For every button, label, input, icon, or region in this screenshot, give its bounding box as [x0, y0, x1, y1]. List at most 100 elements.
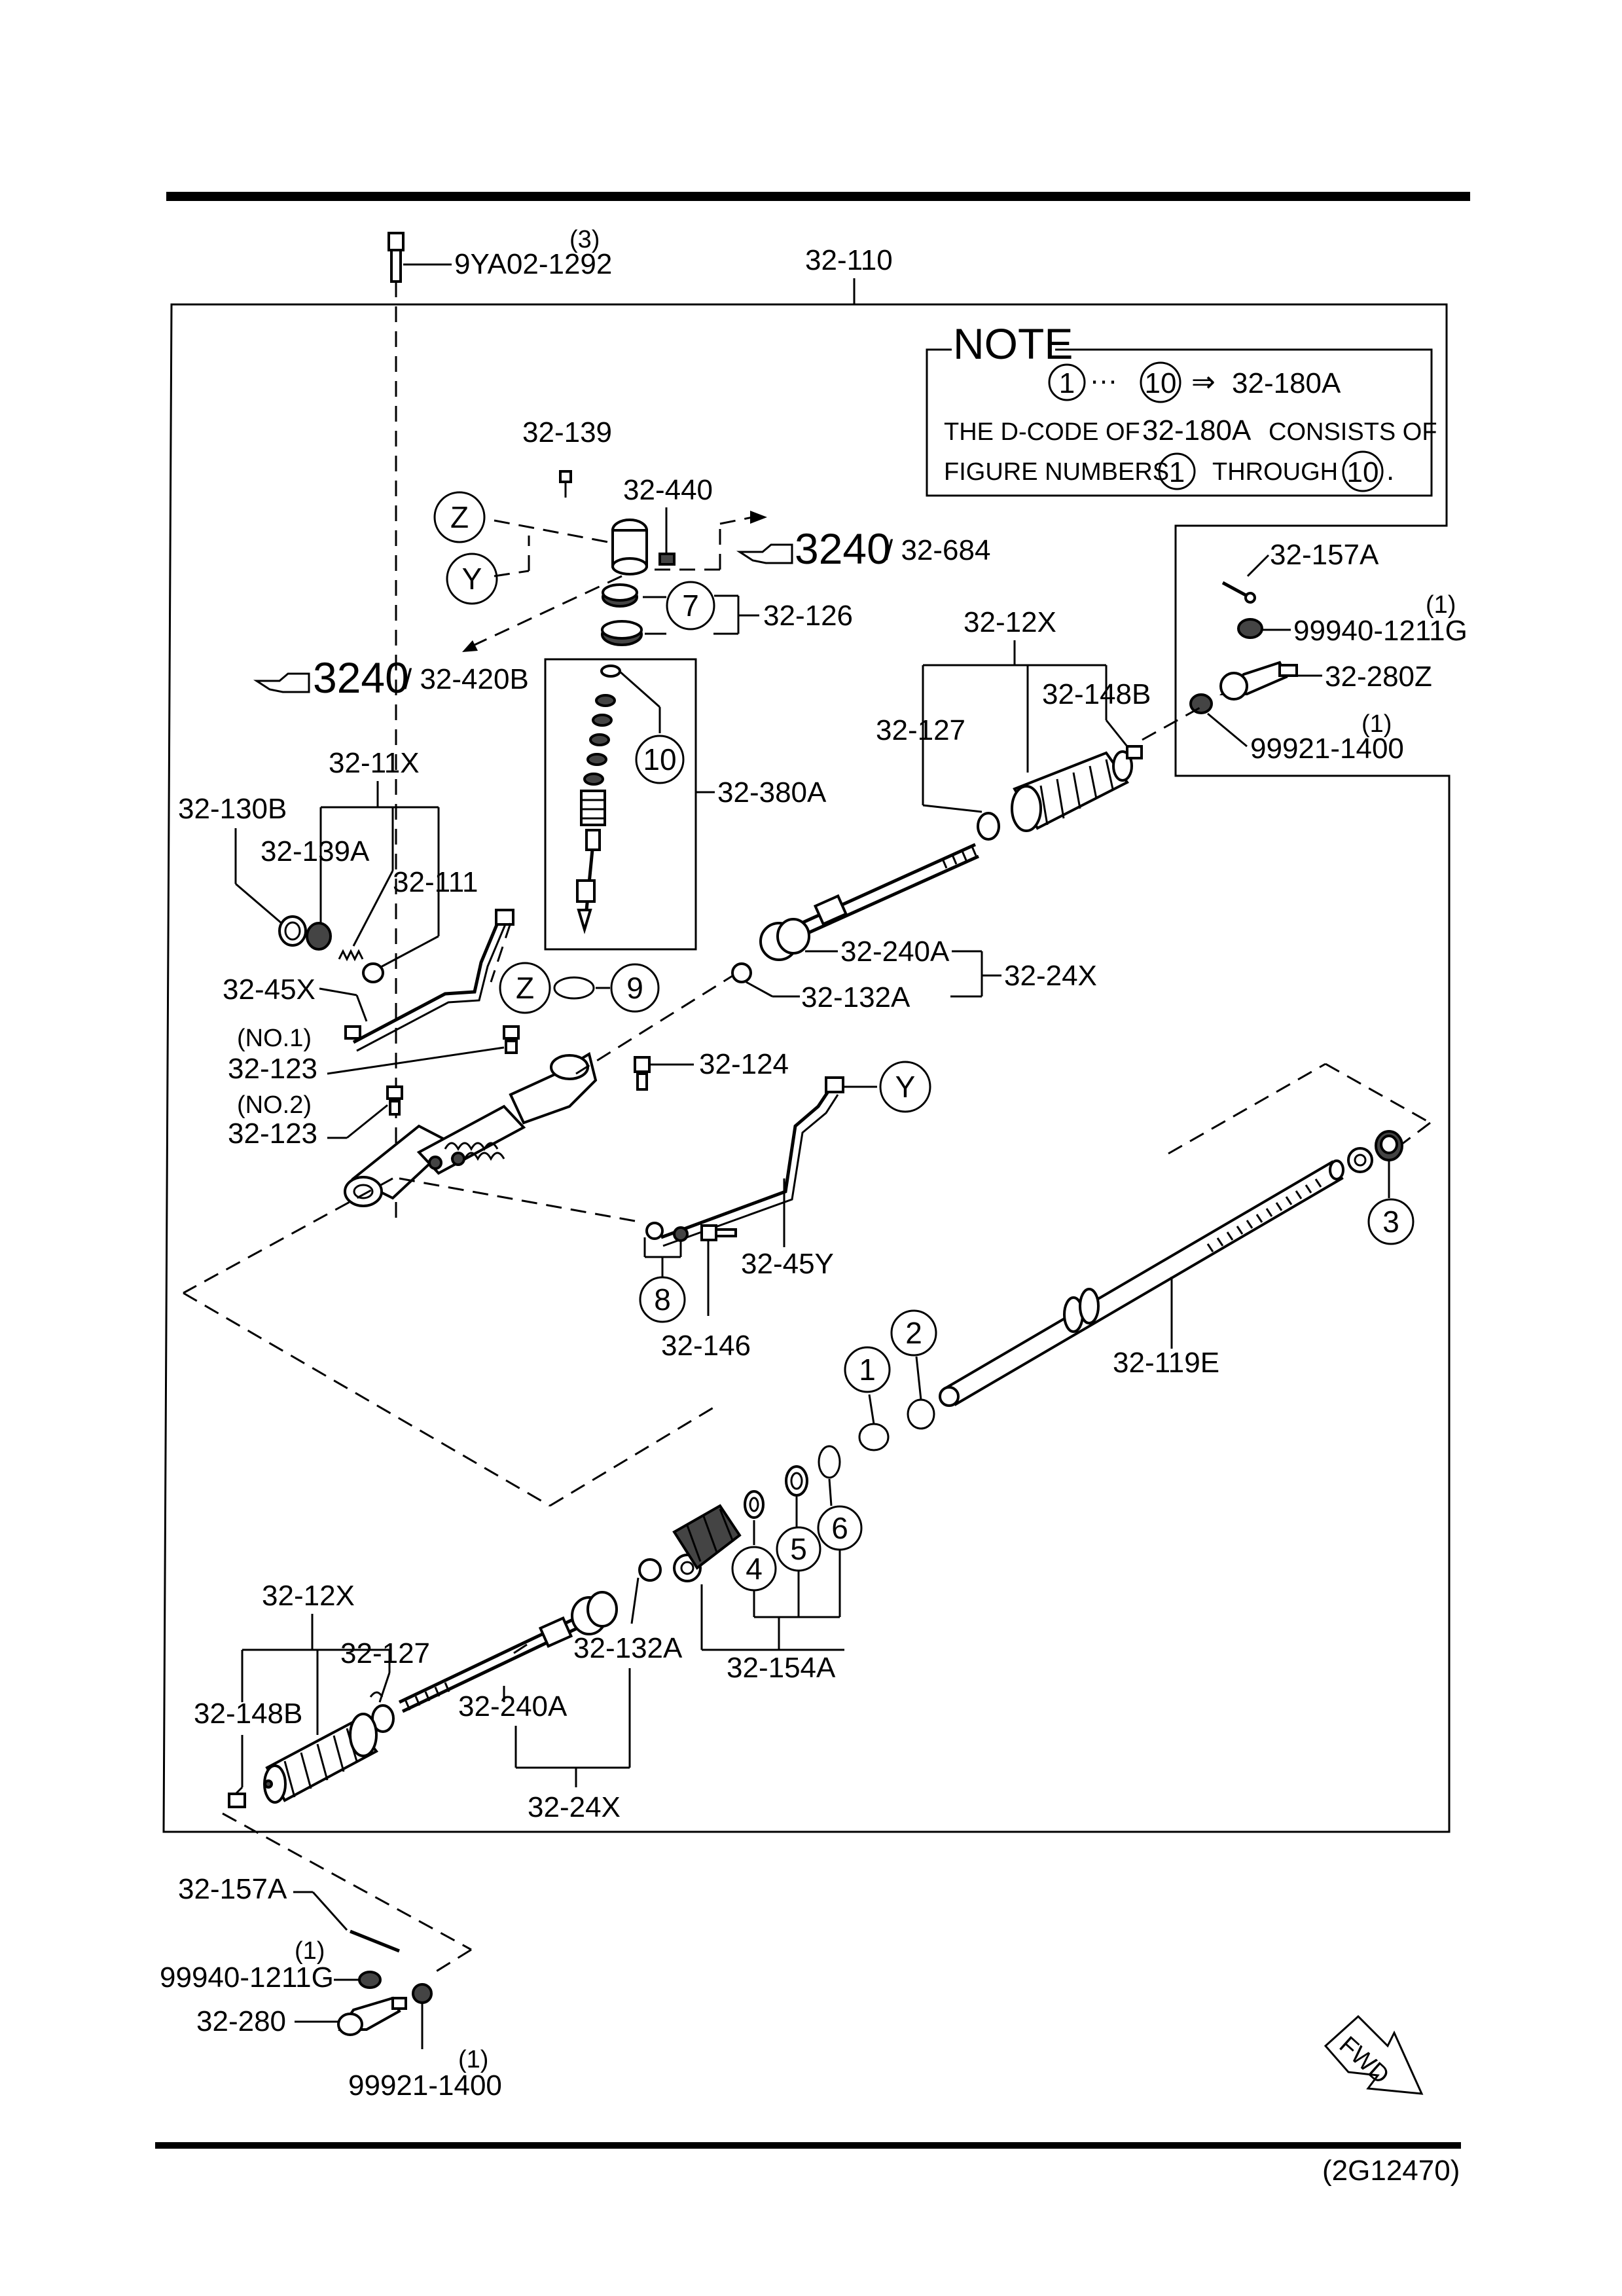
label-32-12X-l: 32-12X — [262, 1580, 355, 1612]
tie-rod-end-32-280 — [337, 1996, 407, 2036]
inner-tie-rod-32-240A-l — [398, 1591, 618, 1713]
callout-z-mid-text: Z — [516, 971, 534, 1005]
callout-z-top — [433, 491, 486, 543]
ref1-part: / 32-684 — [885, 534, 990, 566]
note-line3-mid: THROUGH — [1212, 458, 1338, 486]
label-32-146: 32-146 — [661, 1330, 751, 1362]
label-32-280: 32-280 — [196, 2005, 286, 2037]
label-32-154A: 32-154A — [727, 1652, 836, 1684]
label-32-111: 32-111 — [393, 866, 478, 898]
tie-rod-end-32-280Z — [1219, 661, 1298, 701]
label-no2: (NO.2) — [237, 1091, 312, 1119]
label-32-126: 32-126 — [763, 600, 853, 632]
label-qty-99921-l: (1) — [458, 2046, 488, 2073]
inner-tie-rod-32-240A-r — [759, 843, 980, 961]
valve-spool-stack — [576, 665, 621, 934]
assembly-frame — [162, 303, 1451, 1833]
nut-99940-l — [358, 1971, 382, 1989]
label-32-148B-l: 32-148B — [194, 1698, 302, 1730]
mounting-bolt — [387, 232, 452, 1218]
label-32-148B-r: 32-148B — [1042, 678, 1151, 710]
callout-7 — [666, 581, 715, 630]
note-callout-to: 10 — [1145, 367, 1177, 399]
label-32-157A-r: 32-157A — [1270, 539, 1379, 571]
note-dots: … — [1089, 358, 1118, 390]
callout-y-mid — [879, 1061, 931, 1113]
callout-5-text: 5 — [790, 1532, 807, 1566]
boot-32-12X-l — [228, 1691, 395, 1808]
label-32-132A-l: 32-132A — [573, 1632, 683, 1664]
note-box: NOTE 1 … 10 ⇒ 32-180A THE D-CODE OF 32-1… — [926, 319, 1437, 497]
fitting-32-124 — [634, 1056, 651, 1091]
callout-7-text: 7 — [682, 589, 699, 623]
callout-8 — [639, 1276, 686, 1323]
pointing-hand-icon — [253, 672, 310, 693]
label-32-119E: 32-119E — [1113, 1347, 1219, 1379]
callout-y-mid-text: Y — [895, 1070, 916, 1104]
spring-32-111 — [338, 949, 364, 962]
pipe-32-45Y — [660, 1085, 833, 1239]
label-qty-99940-l: (1) — [295, 1937, 325, 1965]
nut-99921-l — [412, 1983, 433, 2004]
callout-9 — [610, 963, 660, 1013]
pipe-45Y-fitting — [825, 1076, 844, 1093]
washer-32-132A-l — [638, 1558, 662, 1582]
pointing-hand-icon — [736, 543, 793, 564]
label-99940-l: 99940-1211G — [160, 1961, 334, 1994]
note-line2-b: CONSISTS OF — [1269, 418, 1437, 446]
label-32-127-r: 32-127 — [876, 714, 965, 746]
callout-6-text: 6 — [831, 1511, 848, 1545]
label-32-240A-l: 32-240A — [458, 1690, 568, 1722]
callout-z-top-text: Z — [450, 500, 469, 534]
label-qty-99940-r: (1) — [1426, 591, 1456, 619]
label-32-12X-r: 32-12X — [964, 606, 1056, 638]
label-no1: (NO.1) — [237, 1025, 312, 1052]
label-32-45X: 32-45X — [223, 974, 315, 1006]
seal-small — [362, 962, 384, 983]
bracket-32-380A — [544, 658, 697, 951]
seal-32-139A — [306, 922, 332, 951]
label-32-123-b: 32-123 — [228, 1118, 317, 1150]
label-32-130B: 32-130B — [178, 793, 287, 825]
note-line2-a: THE D-CODE OF — [944, 418, 1140, 446]
callout-3 — [1367, 1198, 1415, 1245]
rack-shaft-32-119E — [939, 1159, 1344, 1407]
callout-1-text: 1 — [859, 1353, 876, 1387]
label-32-123-a: 32-123 — [228, 1053, 317, 1085]
callout-2-text: 2 — [905, 1316, 922, 1350]
seal-rings-32-126 — [601, 583, 643, 646]
ref1-number: 3240 — [795, 524, 891, 573]
label-32-127-l: 32-127 — [340, 1637, 430, 1669]
label-32-45Y: 32-45Y — [741, 1248, 834, 1280]
label-32-11X: 32-11X — [329, 747, 420, 779]
callout-z-mid — [499, 962, 551, 1014]
note-part: 32-180A — [1232, 367, 1341, 399]
seal-32-130B — [278, 915, 307, 947]
callout-8-text: 8 — [654, 1283, 671, 1317]
note-line2-part: 32-180A — [1142, 414, 1252, 446]
label-32-157A-l: 32-157A — [178, 1873, 287, 1905]
washer-32-132A-r — [731, 962, 752, 983]
note-line3-from: 1 — [1169, 456, 1185, 488]
callout-2 — [890, 1309, 937, 1357]
fitting-32-123 — [344, 1025, 520, 1116]
bushing-3 — [1347, 1130, 1403, 1173]
label-32-24X-r: 32-24X — [1004, 960, 1097, 992]
note-line3-end: . — [1386, 454, 1394, 486]
valve-body — [611, 519, 676, 575]
o-ring-1 — [858, 1423, 890, 1451]
label-99921-l: 99921-1400 — [348, 2069, 502, 2102]
callout-3-text: 3 — [1382, 1205, 1399, 1239]
note-line3-to: 10 — [1347, 456, 1379, 488]
label-qty-99921-r: (1) — [1361, 710, 1392, 738]
label-32-440: 32-440 — [623, 474, 713, 506]
cotter-pin-32-157A-r — [1221, 581, 1256, 604]
nut-99940-r — [1237, 618, 1263, 639]
label-32-24X-l: 32-24X — [528, 1791, 621, 1823]
nut-99921-r — [1189, 693, 1213, 714]
callout-9-text: 9 — [626, 971, 643, 1005]
label-32-280Z: 32-280Z — [1325, 661, 1432, 693]
fwd-text: FWD — [1334, 2032, 1394, 2090]
label-bolt-qty: (3) — [569, 226, 600, 253]
